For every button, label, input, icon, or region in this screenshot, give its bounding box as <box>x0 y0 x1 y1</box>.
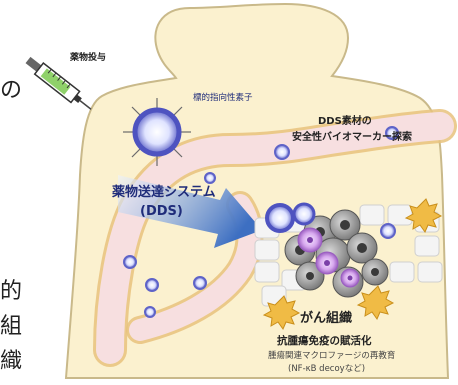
left-fragment-2: 的 <box>0 281 22 303</box>
targeting-label: 標的指向性素子 <box>193 92 253 103</box>
syringe-icon <box>24 54 96 114</box>
left-fragment-1: の <box>0 80 22 102</box>
dds-material-label-1: DDS素材の <box>318 114 372 127</box>
targeting-nanoparticle <box>123 98 191 166</box>
immune-sub-label-1: 腫瘍関連マクロファージの再教育 <box>268 350 395 361</box>
left-fragment-3: 組 <box>0 316 22 338</box>
immune-title-label: 抗腫瘍免疫の賦活化 <box>277 334 372 347</box>
dds-material-label-2: 安全性バイオマーカー探索 <box>292 130 412 143</box>
left-fragment-4: 織 <box>0 351 22 373</box>
dds-label-2: (DDS) <box>140 204 183 219</box>
cancer-tissue-label: がん組織 <box>300 310 352 326</box>
dds-label-1: 薬物送達システム <box>111 184 216 200</box>
immune-sub-label-2: (NF-κB decoyなど) <box>288 364 365 374</box>
drug-admin-label: 薬物投与 <box>70 51 106 63</box>
